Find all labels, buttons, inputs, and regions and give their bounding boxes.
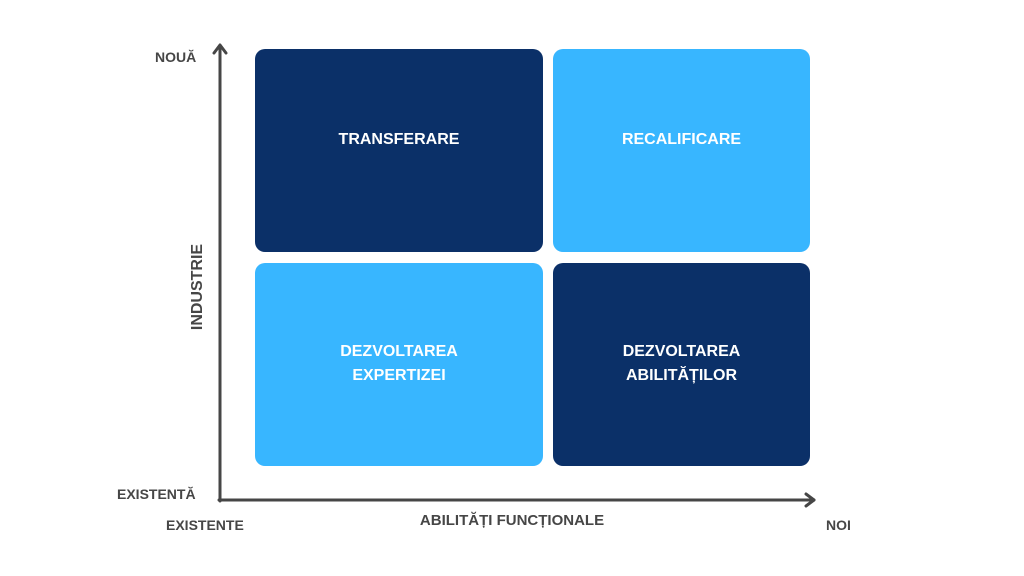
y-axis-title: INDUSTRIE (189, 243, 206, 331)
quadrant-label: DEZVOLTAREA ABILITĂȚILOR (622, 342, 741, 384)
quadrant-label: DEZVOLTAREA EXPERTIZEI (340, 342, 458, 384)
quadrant-recalificare: RECALIFICARE (553, 49, 810, 252)
y-axis-top-label: NOUĂ (155, 49, 197, 65)
x-axis-title: ABILITĂȚI FUNCȚIONALE (419, 512, 605, 529)
y-axis-bottom-label: EXISTENTĂ (117, 486, 196, 502)
quadrant-transferare: TRANSFERARE (255, 49, 543, 252)
x-axis-right-label: NOI (826, 517, 851, 533)
y-axis-arrow (212, 43, 228, 503)
quadrant-dezvoltarea-expertizei: DEZVOLTAREA EXPERTIZEI (255, 263, 543, 466)
x-axis-arrow (217, 492, 816, 508)
quadrant-label: TRANSFERARE (338, 130, 460, 148)
x-axis-left-label: EXISTENTE (166, 517, 244, 533)
quadrant-dezvoltarea-abilitatilor: DEZVOLTAREA ABILITĂȚILOR (553, 263, 810, 466)
quadrant-label: RECALIFICARE (621, 130, 742, 148)
